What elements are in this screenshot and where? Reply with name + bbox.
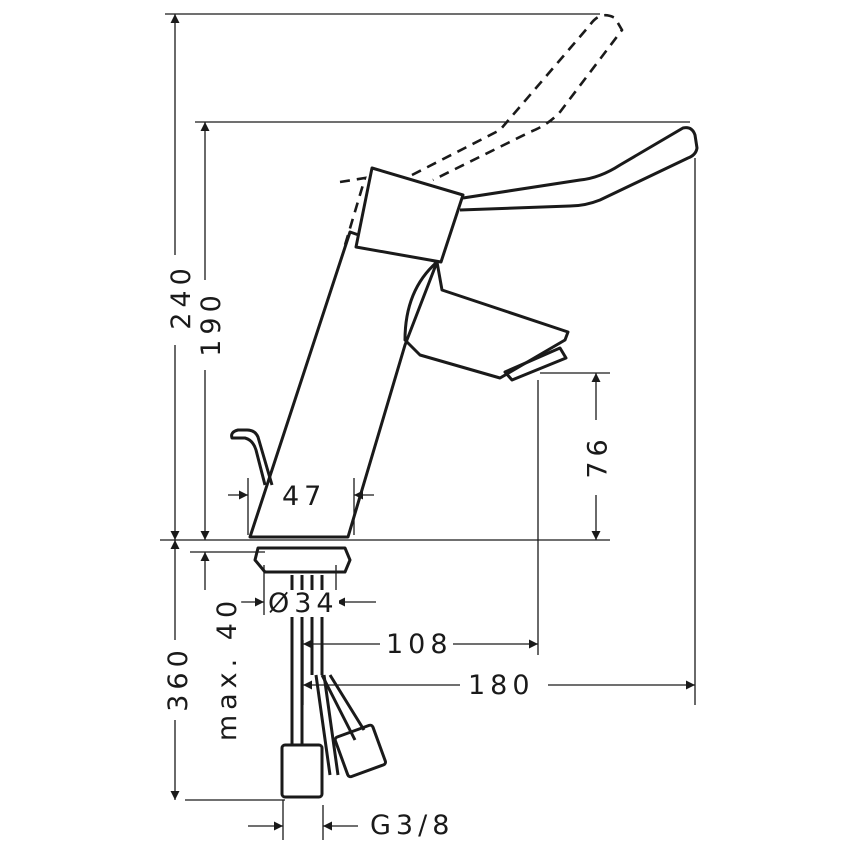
aerator (503, 346, 568, 382)
dim-190: 190 (195, 290, 227, 357)
dim-108: 108 (386, 629, 453, 660)
lever-handle (459, 126, 699, 212)
dim-g38-thread: G3/8 (370, 810, 455, 841)
lever-raised-dashed (339, 13, 624, 246)
dim-360: 360 (162, 645, 194, 712)
mounting-nut (253, 546, 352, 574)
dim-diameter-34: Ø34 (268, 588, 339, 619)
faucet-body (230, 126, 699, 574)
dim-76: 76 (582, 434, 614, 479)
hose-fitting-left (280, 743, 324, 799)
dim-180: 180 (468, 670, 535, 701)
spout (403, 260, 570, 380)
dim-max-40: max. 40 (212, 595, 244, 742)
hose-fitting-right (333, 723, 387, 779)
dim-47: 47 (282, 481, 327, 512)
pop-up-rod (230, 428, 274, 486)
dim-240: 240 (165, 263, 197, 330)
